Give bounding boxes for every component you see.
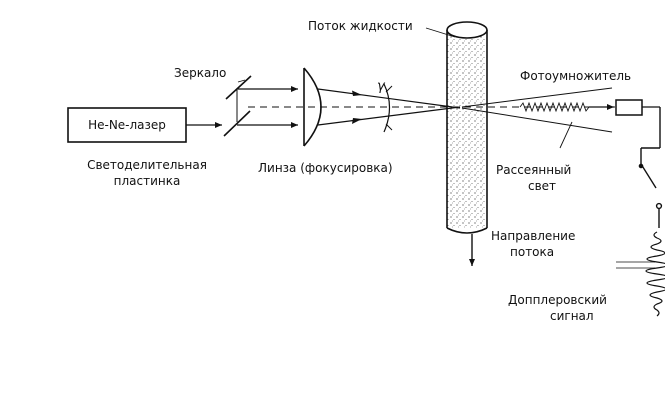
diverging-beam-lower [461, 107, 613, 133]
label-doppler-line1: Допплеровский [508, 293, 607, 307]
lens [303, 67, 322, 147]
label-scattered-line1: Рассеянный [496, 163, 572, 177]
label-scattered-line2: свет [528, 179, 557, 193]
laser-box [67, 107, 187, 143]
label-laser: He-Ne-лазер [88, 118, 166, 132]
signal-circuit [638, 107, 663, 228]
label-lens: Линза (фокусировка) [258, 161, 393, 175]
angle-arc [383, 83, 391, 133]
label-photomultiplier: Фотоумножитель [520, 69, 632, 83]
label-mirror: Зеркало [174, 66, 227, 80]
label-angle: γ [377, 79, 385, 94]
mirror [225, 75, 252, 100]
doppler-signal-wave [645, 231, 665, 317]
label-doppler-line2: сигнал [550, 309, 594, 323]
fluid-stream [446, 21, 488, 234]
diverging-beam-upper [461, 87, 613, 108]
label-beam-splitter-line2: пластинка [113, 174, 181, 188]
fluid-leader [425, 27, 456, 38]
mirror-leader [237, 79, 246, 83]
label-fluid-stream: Поток жидкости [308, 19, 413, 33]
label-beam-splitter-line1: Светоделительная [87, 158, 207, 172]
photomultiplier-box [615, 99, 643, 116]
label-flow-direction-line1: Направление [491, 229, 576, 243]
scattered-leader [559, 121, 573, 149]
scattered-light-wave [519, 101, 590, 113]
label-flow-direction-line2: потока [510, 245, 555, 259]
beam-splitter-plate [223, 110, 251, 137]
